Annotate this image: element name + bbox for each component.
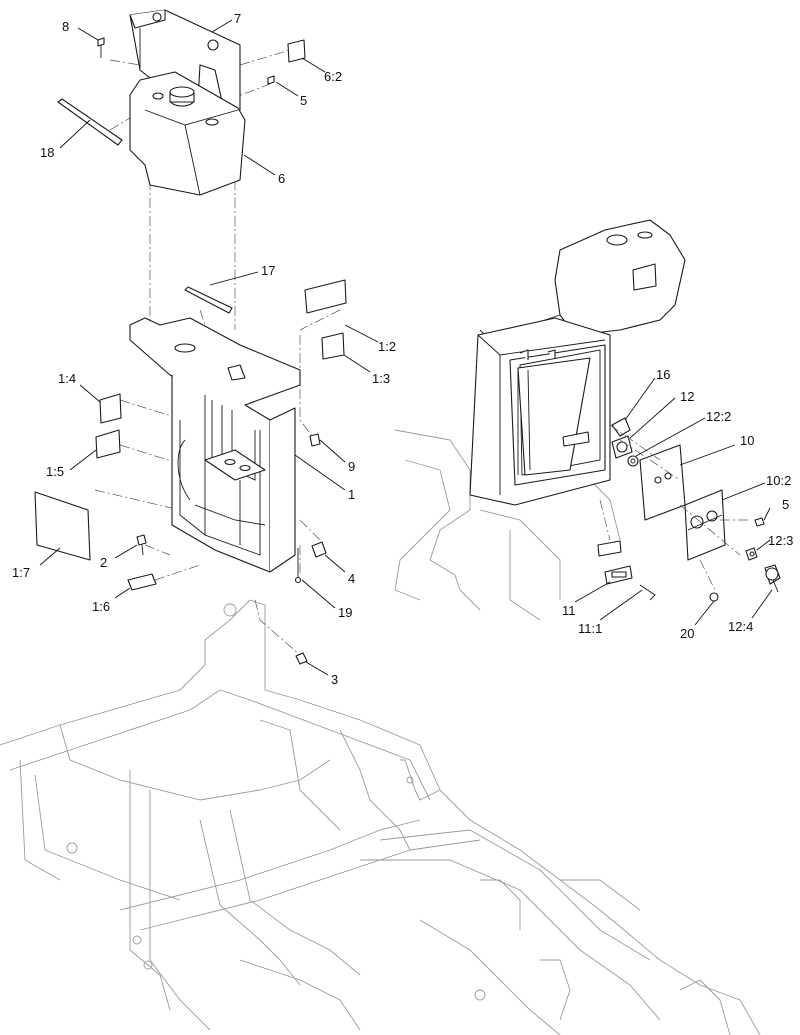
- tower-1: [129, 317, 321, 573]
- callout-16: 16: [656, 367, 671, 382]
- callout-17: 17: [261, 263, 276, 278]
- decal-1-6: [127, 573, 157, 591]
- callout-1-5: 1:5: [46, 464, 65, 479]
- right-assembly: [469, 219, 781, 602]
- small-parts-top: [57, 37, 306, 146]
- callout-4: 4: [348, 571, 356, 586]
- strip-17: [184, 286, 233, 314]
- callout-1-2: 1:2: [378, 339, 397, 354]
- callout-12-4: 12:4: [728, 619, 754, 634]
- callout-5-left: 5: [300, 93, 308, 108]
- callout-6-2: 6:2: [324, 69, 343, 84]
- decal-1-3: [321, 332, 345, 360]
- mower-frame: [0, 599, 761, 1035]
- callout-11-1: 11:1: [578, 621, 603, 636]
- callout-7: 7: [234, 11, 242, 26]
- callout-12-3: 12:3: [768, 533, 794, 548]
- callout-6: 6: [278, 171, 286, 186]
- callout-11: 11: [562, 603, 576, 618]
- callout-12-2: 12:2: [706, 409, 732, 424]
- leader-lines: [39, 19, 773, 676]
- decal-1-4: [99, 393, 122, 424]
- callout-19: 19: [338, 605, 353, 620]
- decal-1-5: [95, 429, 121, 459]
- bracket-7: [129, 9, 241, 116]
- callout-10: 10: [740, 433, 755, 448]
- decal-1-7: [34, 491, 91, 561]
- callout-1: 1: [348, 487, 356, 502]
- callout-9: 9: [348, 459, 356, 474]
- callout-1-4: 1:4: [58, 371, 77, 386]
- fuel-tank-6: [129, 71, 246, 196]
- callout-5-right: 5: [782, 497, 790, 512]
- callout-12: 12: [680, 389, 695, 404]
- callout-1-7: 1:7: [12, 565, 31, 580]
- callout-1-3: 1:3: [372, 371, 391, 386]
- callout-10-2: 10:2: [766, 473, 792, 488]
- hardware-left: [136, 534, 327, 665]
- right-frame-context: [394, 429, 621, 621]
- callout-2: 2: [100, 555, 108, 570]
- callout-18: 18: [40, 145, 55, 160]
- callout-1-6: 1:6: [92, 599, 111, 614]
- callout-3: 3: [331, 672, 339, 687]
- callout-8: 8: [62, 19, 70, 34]
- decal-1-2: [304, 279, 347, 314]
- callout-20: 20: [680, 626, 695, 641]
